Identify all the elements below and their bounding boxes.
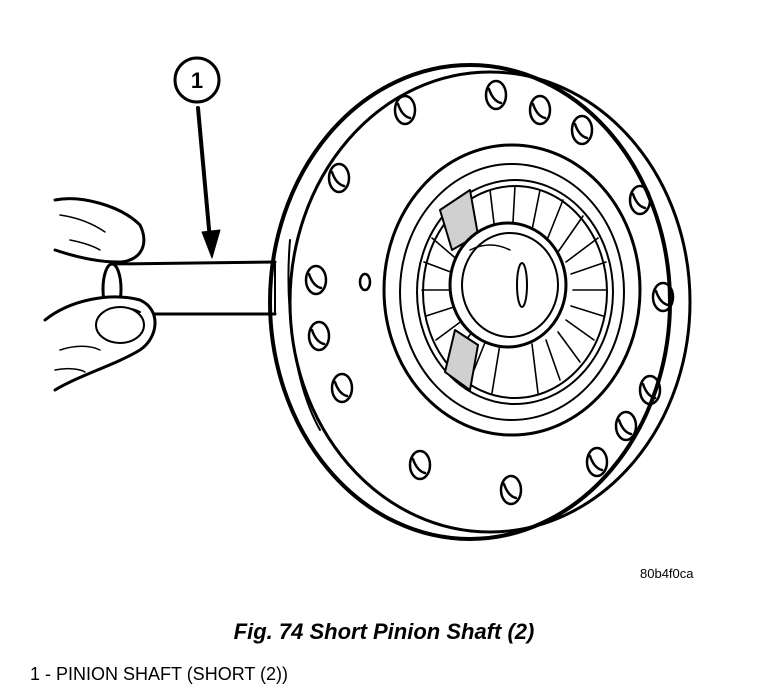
figure-id: 80b4f0ca	[640, 566, 694, 581]
hand-fingers	[43, 197, 157, 392]
callout-1: 1	[173, 56, 221, 104]
pinion-gears	[439, 189, 479, 391]
figure-caption: Fig. 74 Short Pinion Shaft (2)	[233, 619, 535, 644]
callout-1-number: 1	[191, 68, 203, 93]
callout-1-arrow	[196, 106, 221, 259]
case-bore	[382, 143, 642, 437]
gear-hub	[448, 221, 568, 349]
bolt-holes	[304, 79, 675, 506]
differential-illustration: 1	[43, 56, 692, 541]
legend-item: 1 - PINION SHAFT (SHORT (2))	[30, 664, 289, 684]
